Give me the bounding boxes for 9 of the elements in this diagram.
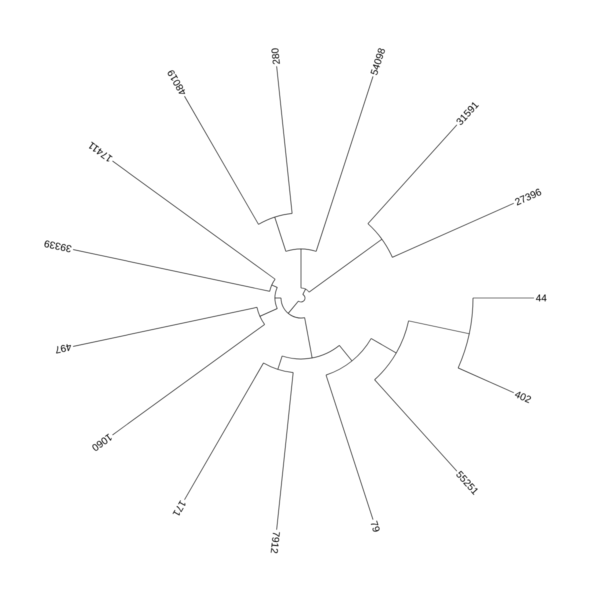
tip-label: 79 <box>370 520 380 532</box>
tip-label: 54098 <box>370 48 385 75</box>
tip-label: 171 <box>172 500 186 516</box>
tip-label: 44 <box>536 294 547 302</box>
tip-label: 7912 <box>270 532 280 554</box>
tip-label: 39339 <box>44 240 72 252</box>
tip-label: 497 <box>56 344 71 354</box>
tip-label: 280 <box>271 48 280 64</box>
tip-label: 402 <box>514 392 531 404</box>
